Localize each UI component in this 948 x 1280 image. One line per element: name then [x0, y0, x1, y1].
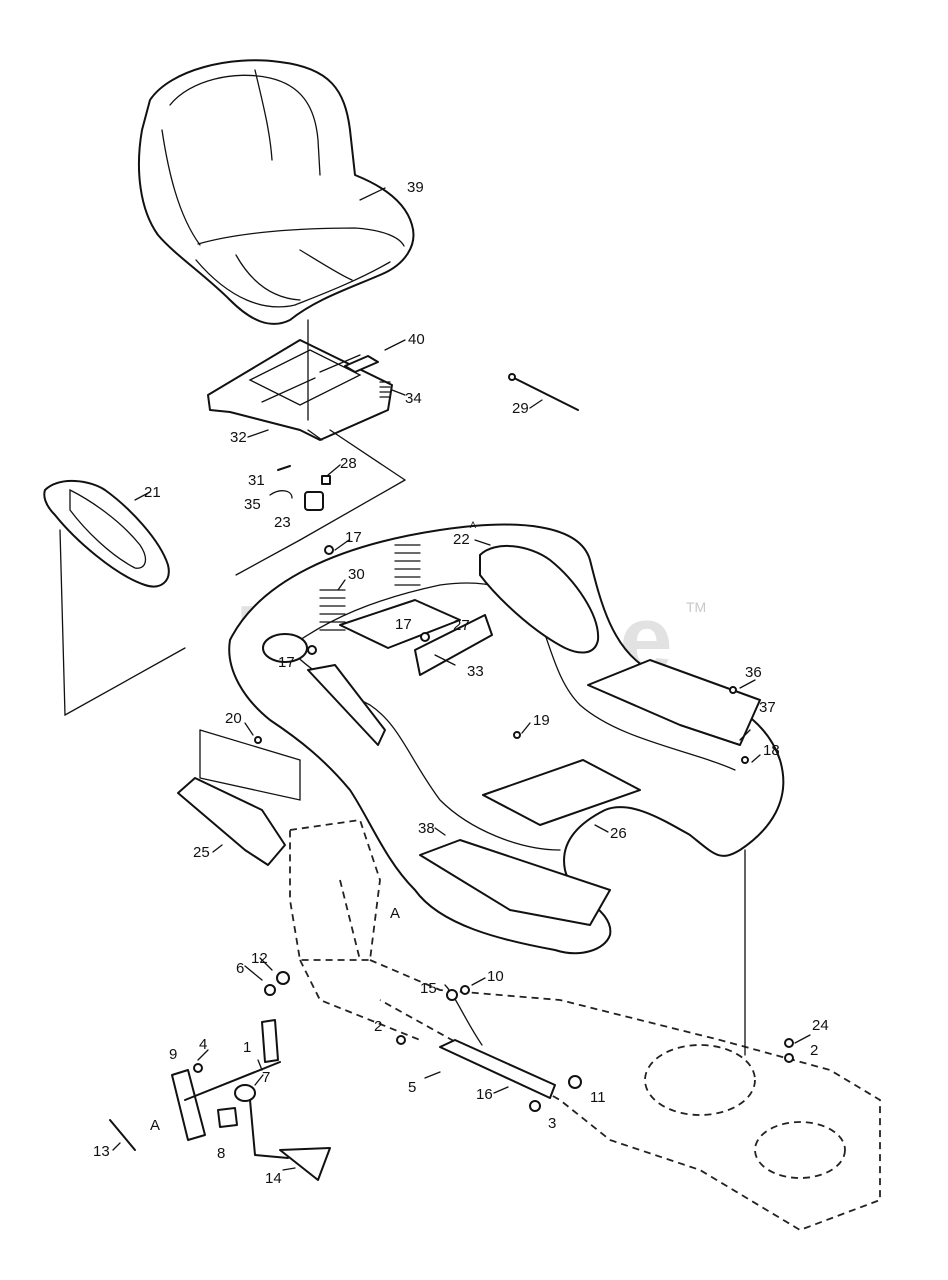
callout-18: 18 — [763, 742, 780, 759]
callout-20: 20 — [225, 710, 242, 727]
callout-37: 37 — [759, 699, 776, 716]
callout-32: 32 — [230, 429, 247, 446]
callout-19: 19 — [533, 712, 550, 729]
callout-34: 34 — [405, 390, 422, 407]
part-side-panel[interactable] — [43, 479, 186, 717]
callout-29: 29 — [512, 400, 529, 417]
callout-leaders — [112, 187, 811, 1171]
part-seat-pan[interactable] — [207, 319, 393, 441]
callout-13: 13 — [93, 1143, 110, 1160]
part-small-hardware[interactable] — [193, 545, 794, 1112]
reference-lines-seat — [235, 429, 406, 576]
callout-15: 15 — [420, 980, 437, 997]
part-fender[interactable] — [228, 523, 785, 955]
callout-24: 24 — [812, 1017, 829, 1034]
callout-10: 10 — [487, 968, 504, 985]
callout-22: 22 — [453, 531, 470, 548]
callout-8: 8 — [217, 1145, 225, 1162]
callout-16: 16 — [476, 1086, 493, 1103]
callout-6: 6 — [236, 960, 244, 977]
callout-39: 39 — [407, 179, 424, 196]
callout-31: 31 — [248, 472, 265, 489]
part-seat-plate[interactable] — [339, 599, 493, 676]
callout-1: 1 — [243, 1039, 251, 1056]
callout-30: 30 — [348, 566, 365, 583]
callout-17-top: 17 — [345, 529, 362, 546]
callout-17-left: 17 — [278, 654, 295, 671]
ref-a-bracket: A — [150, 1117, 160, 1134]
callout-27: 27 — [453, 617, 470, 634]
callout-5: 5 — [408, 1079, 416, 1096]
part-rod[interactable] — [508, 373, 579, 411]
part-cover-plate[interactable] — [177, 729, 301, 866]
ref-a-fender: A — [470, 520, 476, 530]
callout-11: 11 — [590, 1089, 606, 1106]
callout-4: 4 — [199, 1036, 207, 1053]
callout-7: 7 — [262, 1069, 270, 1086]
part-seat-spring-small[interactable] — [379, 381, 391, 398]
callout-28: 28 — [340, 455, 357, 472]
part-lift-handle-assembly[interactable] — [109, 1019, 331, 1181]
part-seat[interactable] — [137, 59, 415, 325]
callout-33: 33 — [467, 663, 484, 680]
callout-3: 3 — [548, 1115, 556, 1132]
callout-26: 26 — [610, 825, 627, 842]
callout-17-mid: 17 — [395, 616, 412, 633]
callout-2-left: 2 — [374, 1018, 382, 1035]
callout-12: 12 — [251, 950, 268, 967]
watermark-trademark: TM — [686, 599, 706, 615]
part-seat-springs[interactable] — [319, 544, 421, 631]
callout-21: 21 — [144, 484, 161, 501]
callout-38: 38 — [418, 820, 435, 837]
callout-40: 40 — [408, 331, 425, 348]
part-seat-hardware[interactable] — [269, 465, 331, 511]
ref-a-frame: A — [390, 905, 400, 922]
callout-36: 36 — [745, 664, 762, 681]
callout-25: 25 — [193, 844, 210, 861]
callout-2-right: 2 — [810, 1042, 818, 1059]
part-seat-bracket[interactable] — [319, 354, 379, 373]
callout-35: 35 — [244, 496, 261, 513]
callout-23: 23 — [274, 514, 291, 531]
callout-14: 14 — [265, 1170, 282, 1187]
callout-9: 9 — [169, 1046, 177, 1063]
callout-labels: 39 40 34 29 32 31 28 35 23 21 17 22 30 1… — [93, 179, 829, 1187]
frame-dashed — [289, 819, 881, 1231]
part-lift-link[interactable] — [439, 984, 556, 1099]
